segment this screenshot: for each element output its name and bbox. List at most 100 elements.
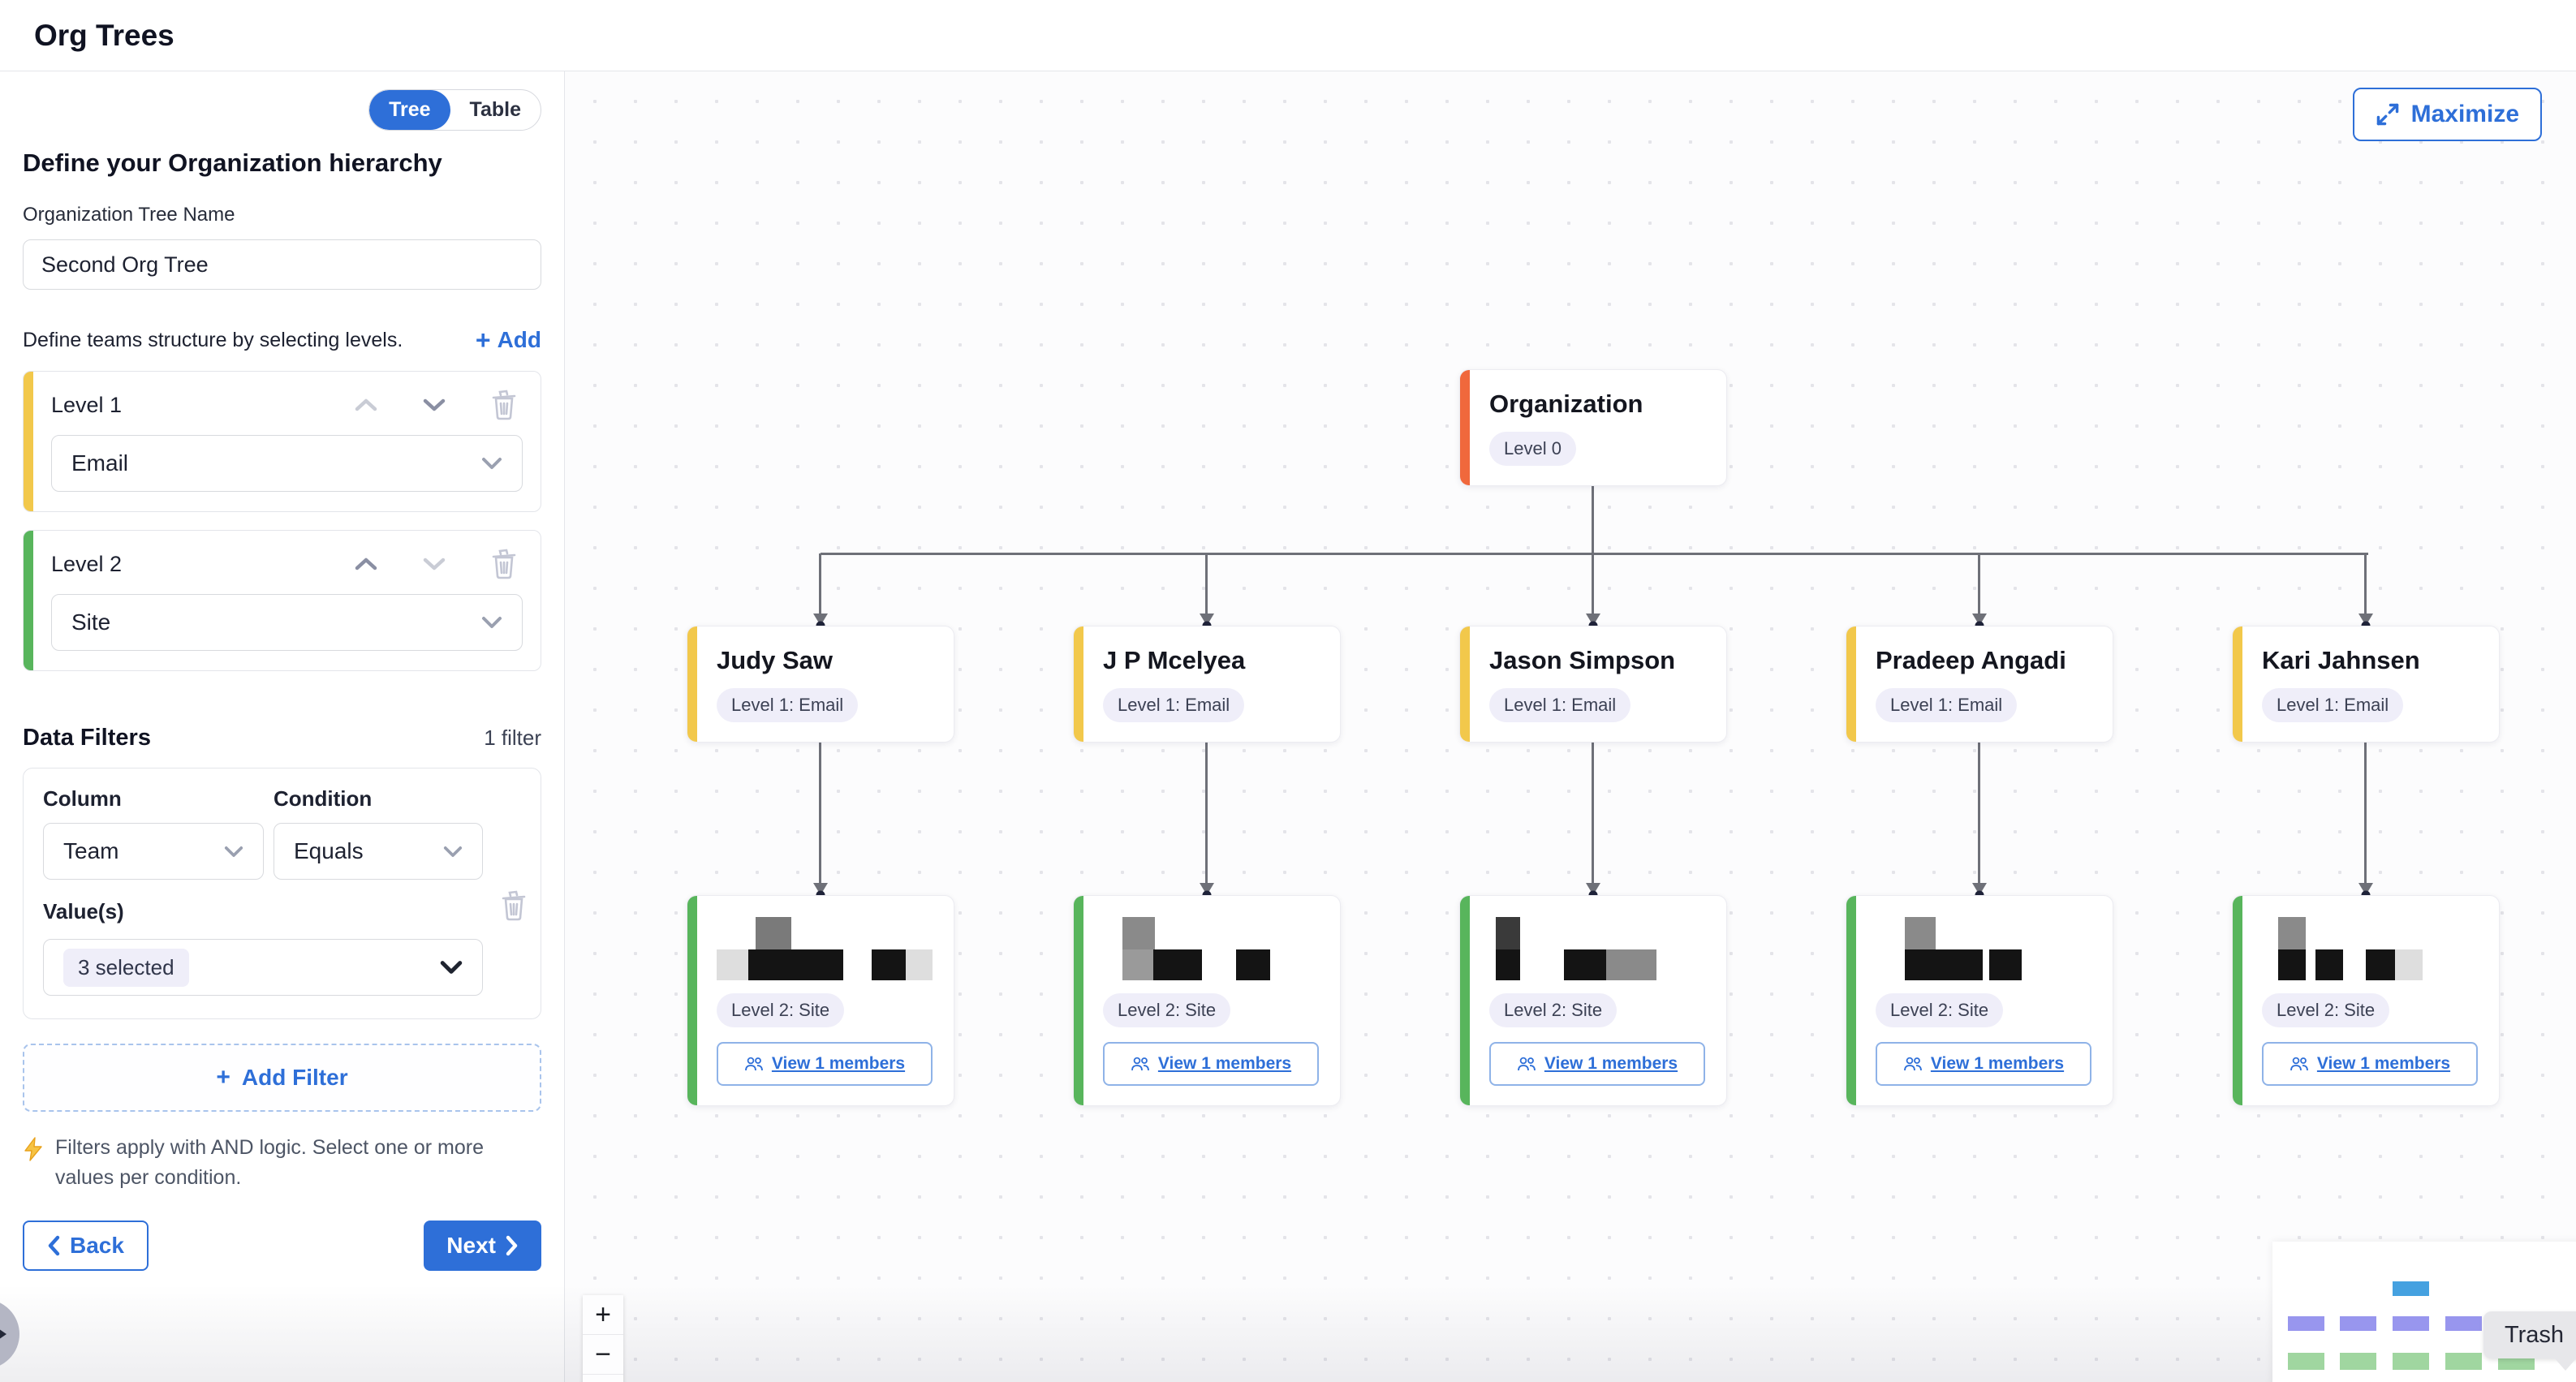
level-1-field-value: Email [71,450,129,476]
back-label: Back [70,1233,124,1258]
level-badge: Level 1: Email [1489,688,1631,722]
selected-count-chip: 3 selected [63,948,189,987]
view-members-label: View 1 members [1544,1054,1678,1073]
users-icon [744,1057,763,1071]
next-button[interactable]: Next [424,1221,541,1271]
org-node-level1[interactable]: Judy Saw Level 1: Email [687,626,954,743]
level-card-1: Level 1 Email [23,371,541,512]
column-label: Column [43,786,122,811]
canvas-zoom-controls: + − [583,1295,623,1382]
level-2-title: Level 2 [51,551,123,576]
view-members-button[interactable]: View 1 members [1489,1042,1705,1086]
page-title: Org Trees [34,18,174,52]
org-node-level2[interactable]: Level 2: Site View 1 members [2232,895,2500,1106]
level-2-field-value: Site [71,609,111,635]
minimap-level2-node [2340,1353,2376,1370]
level-badge: Level 2: Site [1489,993,1618,1027]
zoom-out-button[interactable]: − [583,1335,623,1375]
next-label: Next [446,1233,496,1258]
maximize-button[interactable]: Maximize [2352,88,2542,141]
org-node-level1[interactable]: J P Mcelyea Level 1: Email [1073,626,1341,743]
move-up-button[interactable] [354,557,378,571]
chevron-down-icon [423,398,446,411]
chevron-down-icon [224,846,243,857]
zoom-in-button[interactable]: + [583,1295,623,1335]
org-node-level2[interactable]: Level 2: Site View 1 members [687,895,954,1106]
level-1-field-select[interactable]: Email [51,435,523,492]
view-members-button[interactable]: View 1 members [1103,1042,1319,1086]
delete-level-button[interactable] [490,549,518,579]
tree-name-input[interactable] [23,239,541,290]
view-members-label: View 1 members [771,1054,906,1073]
delete-level-button[interactable] [490,390,518,420]
fit-view-button[interactable] [583,1375,623,1382]
play-icon [0,1322,6,1346]
plus-icon: + [475,325,491,355]
org-node-root[interactable]: Organization Level 0 [1459,369,1727,486]
trash-tooltip: Trash [2483,1311,2576,1371]
redacted-name [1876,917,2091,980]
view-mode-toggle: Tree Table [368,89,541,131]
maximize-label: Maximize [2410,101,2519,127]
node-title: Judy Saw [717,646,833,674]
tree-name-label: Organization Tree Name [23,204,235,226]
column-value: Team [63,838,119,863]
chevron-down-icon [482,458,502,469]
condition-select[interactable]: Equals [274,823,483,880]
view-members-label: View 1 members [1930,1054,2065,1073]
move-down-button[interactable] [422,398,446,412]
chevron-down-icon [443,846,463,857]
org-node-level2[interactable]: Level 2: Site View 1 members [1459,895,1727,1106]
org-node-level1[interactable]: Kari Jahnsen Level 1: Email [2232,626,2500,743]
view-members-button[interactable]: View 1 members [717,1042,933,1086]
level-2-field-select[interactable]: Site [51,594,523,651]
column-select[interactable]: Team [43,823,264,880]
level-badge: Level 2: Site [717,993,845,1027]
minimap-level1-node [2340,1316,2376,1331]
level-badge: Level 1: Email [2262,688,2404,722]
minimap-level2-node [2393,1353,2429,1370]
view-members-button[interactable]: View 1 members [1876,1042,2091,1086]
node-title: Pradeep Angadi [1876,646,2066,674]
hierarchy-sidebar: Tree Table Define your Organization hier… [0,71,565,1382]
level-badge: Level 1: Email [1876,688,2018,722]
lightning-icon [24,1137,42,1161]
org-tree-canvas[interactable]: Maximize [565,71,2576,1382]
minimap-level1-node [2393,1316,2429,1331]
view-members-label: View 1 members [1157,1054,1292,1073]
view-members-button[interactable]: View 1 members [2262,1042,2478,1086]
chevron-down-icon [482,617,502,628]
org-node-level2[interactable]: Level 2: Site View 1 members [1073,895,1341,1106]
values-select[interactable]: 3 selected [43,939,483,996]
move-down-button[interactable] [422,557,446,571]
condition-label: Condition [274,786,373,811]
minimap-level2-node [2288,1353,2324,1370]
level-card-2: Level 2 Site [23,530,541,671]
org-node-level2[interactable]: Level 2: Site View 1 members [1846,895,2113,1106]
redacted-name [1489,917,1705,980]
canvas-minimap[interactable] [2272,1242,2576,1382]
back-button[interactable]: Back [23,1221,149,1271]
add-filter-button[interactable]: + Add Filter [23,1044,541,1112]
org-node-level1[interactable]: Pradeep Angadi Level 1: Email [1846,626,2113,743]
filter-card: Column Team Condition Equals Valu [23,768,541,1019]
chevron-down-icon [440,961,463,974]
add-level-button[interactable]: + Add [476,327,541,353]
node-title: J P Mcelyea [1103,646,1246,674]
level-1-title: Level 1 [51,392,123,417]
add-filter-label: Add Filter [241,1065,348,1090]
redacted-name [1103,917,1319,980]
data-filters-heading: Data Filters [23,725,151,751]
move-up-button[interactable] [354,398,378,412]
app-header: Org Trees [0,0,2576,71]
filter-count: 1 filter [484,725,541,750]
org-node-level1[interactable]: Jason Simpson Level 1: Email [1459,626,1727,743]
users-icon [1517,1057,1536,1071]
delete-filter-button[interactable] [500,890,528,921]
trash-icon [492,390,516,420]
tab-tree[interactable]: Tree [369,90,450,130]
sidebar-collapse-toggle[interactable] [0,1299,19,1369]
tab-table[interactable]: Table [469,98,521,121]
redacted-name [717,917,933,980]
levels-description: Define teams structure by selecting leve… [23,328,403,351]
